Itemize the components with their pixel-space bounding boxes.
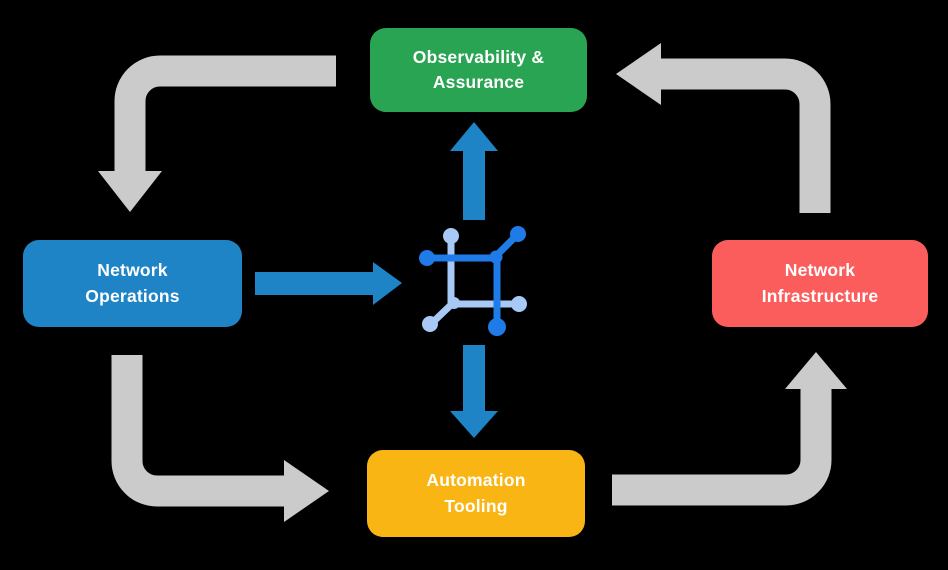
arrow-head-up-icon bbox=[450, 122, 498, 151]
network-mesh-icon bbox=[419, 226, 527, 336]
flow-arrow-hub-to-observability bbox=[450, 122, 498, 220]
node-observability-assurance: Observability & Assurance bbox=[370, 28, 587, 112]
arrow-elbow bbox=[661, 58, 831, 213]
cycle-arrow-infrastructure-to-observability bbox=[616, 43, 831, 213]
cycle-arrow-automation-to-infrastructure bbox=[612, 352, 847, 506]
node-network-operations: Network Operations bbox=[23, 240, 242, 327]
flow-arrow-operations-to-hub bbox=[255, 262, 402, 305]
arrow-elbow bbox=[111, 355, 284, 507]
cycle-arrow-operations-to-automation bbox=[111, 355, 329, 522]
arrow-head-right-icon bbox=[373, 262, 402, 305]
arrow-head-right-icon bbox=[284, 460, 329, 522]
arrow-head-up-icon bbox=[785, 352, 847, 389]
arrow-elbow bbox=[114, 55, 336, 171]
arrow-head-left-icon bbox=[616, 43, 661, 105]
flow-arrow-hub-to-automation bbox=[450, 345, 498, 438]
arrow-shaft bbox=[255, 272, 373, 295]
arrow-shaft bbox=[463, 345, 485, 411]
cycle-arrow-observability-to-operations bbox=[98, 55, 336, 212]
arrow-elbow bbox=[612, 389, 832, 506]
arrow-head-down-icon bbox=[450, 411, 498, 438]
node-automation-tooling: Automation Tooling bbox=[367, 450, 585, 537]
arrow-head-down-icon bbox=[98, 171, 162, 212]
node-network-infrastructure: Network Infrastructure bbox=[712, 240, 928, 327]
arrow-shaft bbox=[463, 150, 485, 220]
